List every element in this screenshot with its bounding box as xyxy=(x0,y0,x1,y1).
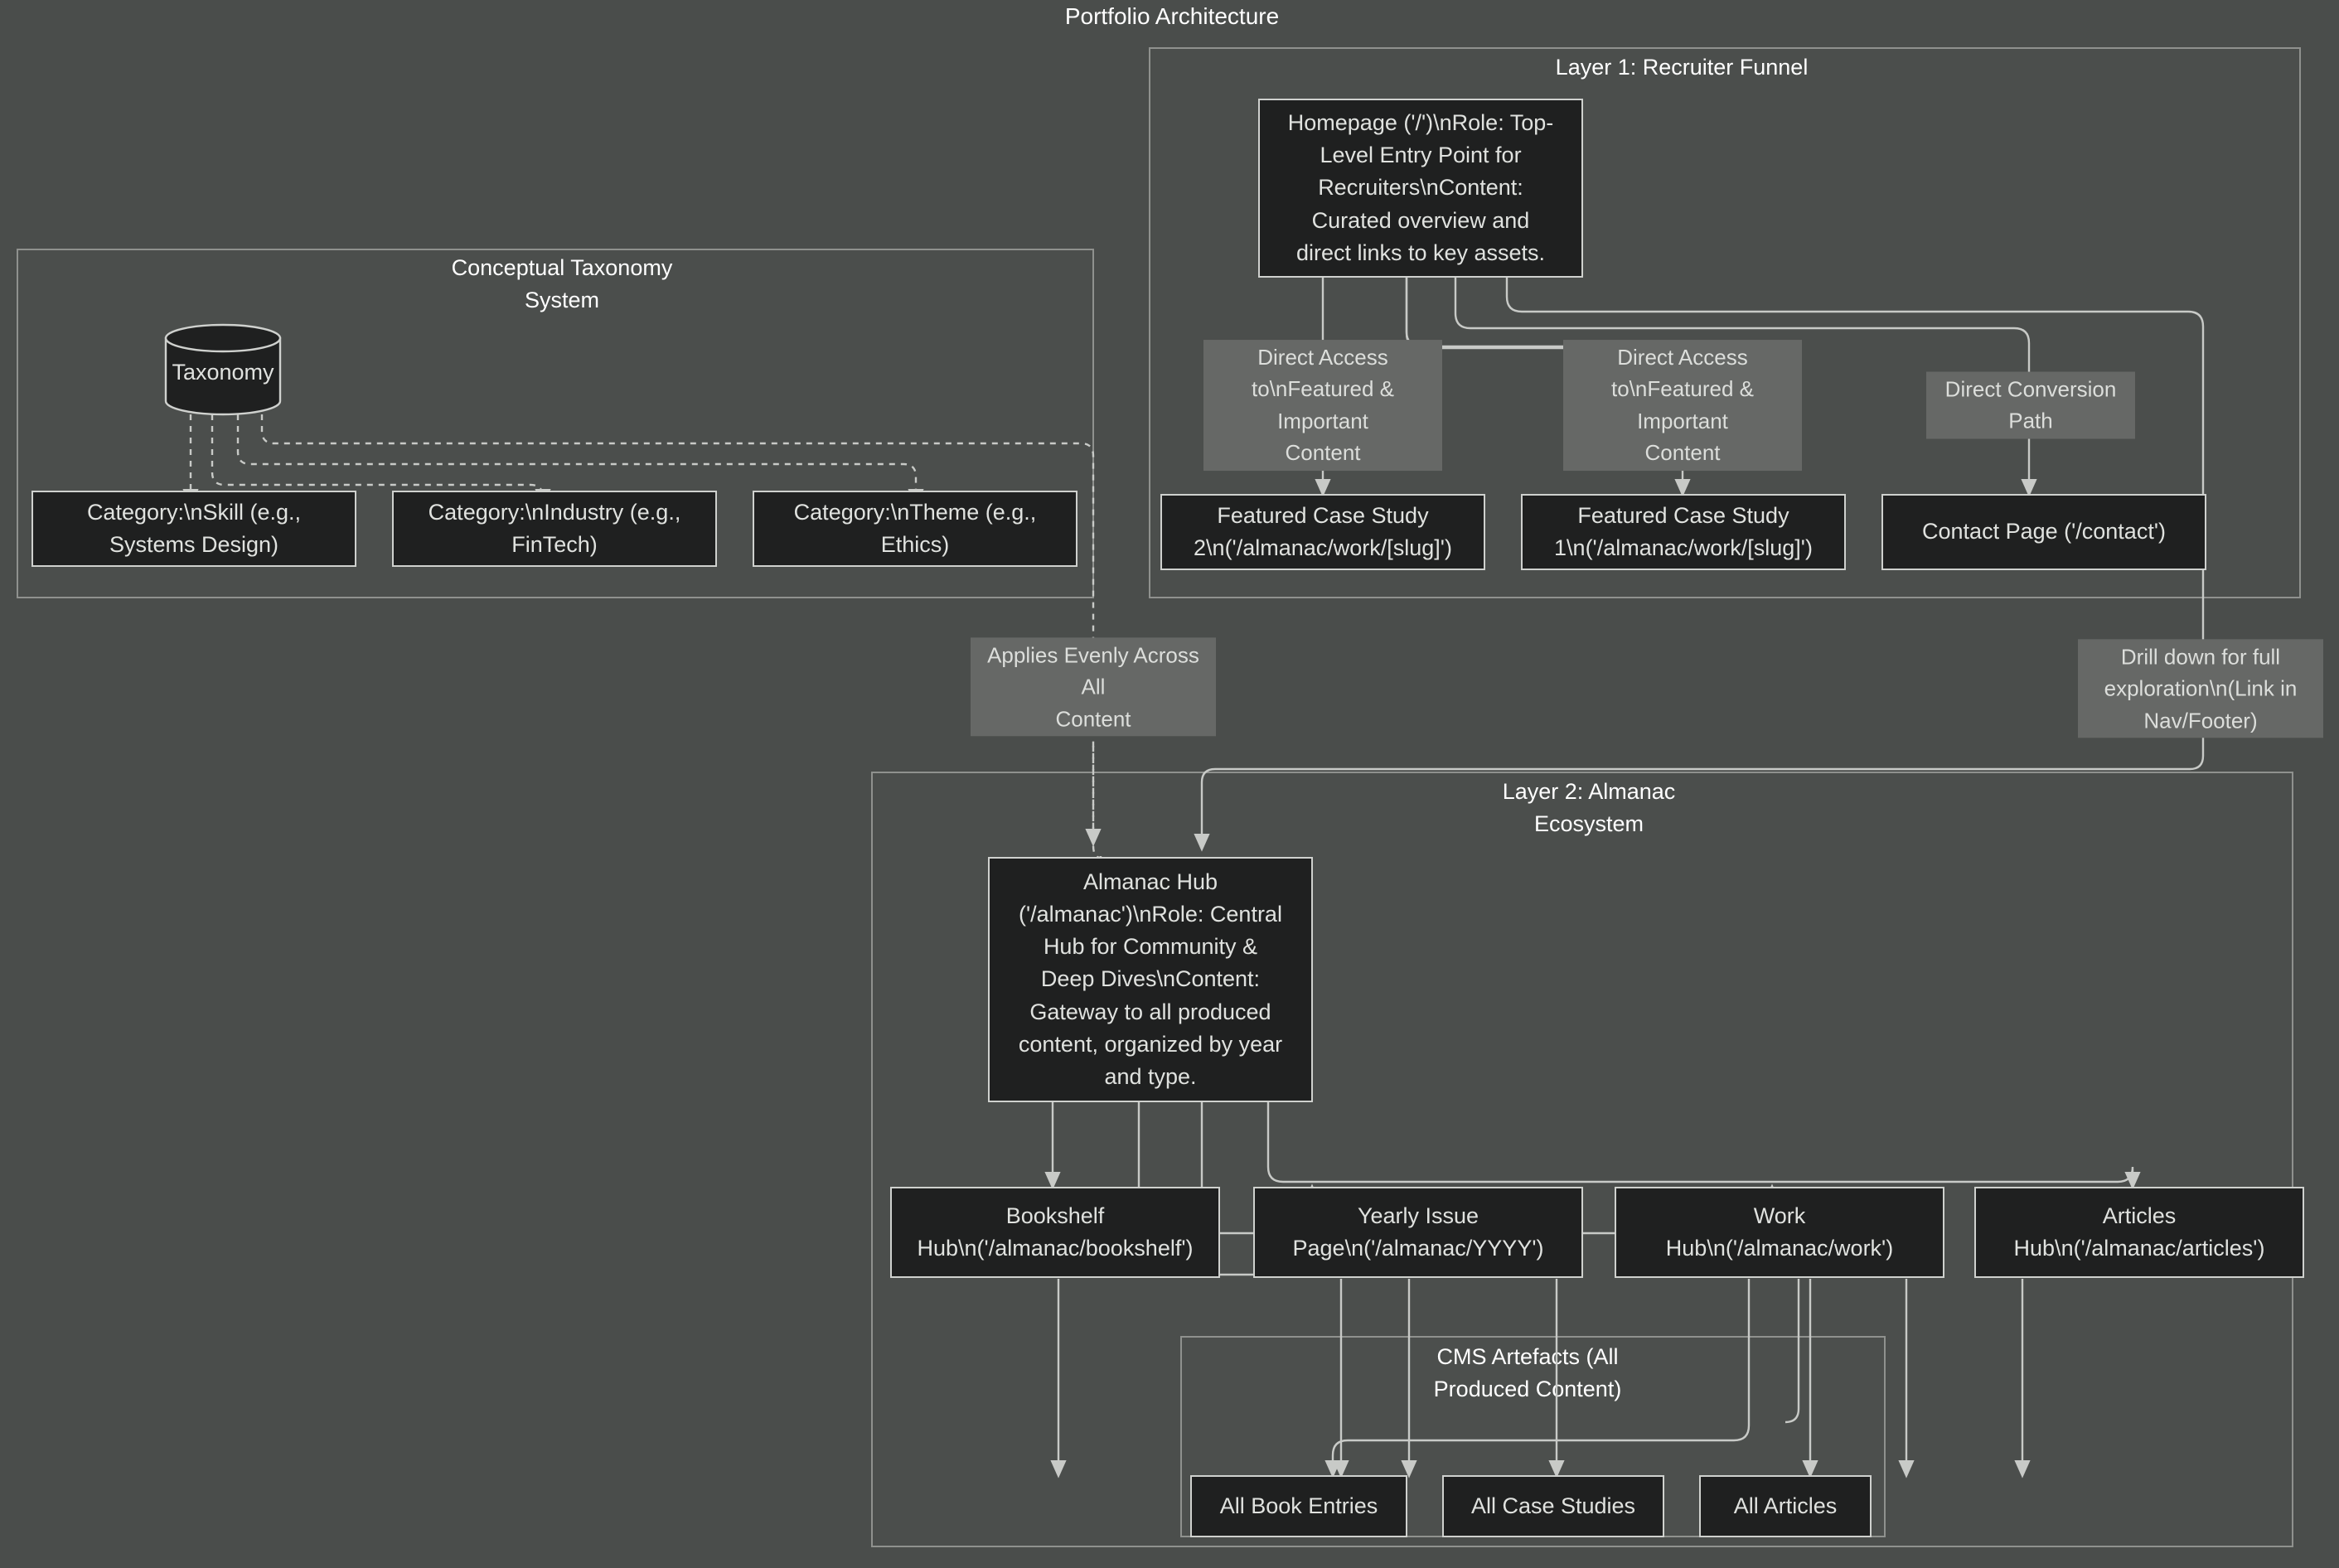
edge-label-applies-evenly: Applies Evenly Across All Content xyxy=(971,637,1216,737)
edge-label-direct-conversion-path: Direct Conversion Path xyxy=(1926,371,2135,439)
cylinder-icon xyxy=(164,323,282,416)
edge-label-drill-down: Drill down for full exploration\n(Link i… xyxy=(2078,639,2323,738)
node-bookshelf-hub[interactable]: Bookshelf Hub\n('/almanac/bookshelf') xyxy=(890,1187,1220,1278)
cluster-label-layer2: Layer 2: Almanac Ecosystem xyxy=(1502,779,1676,837)
node-category-theme[interactable]: Category:\nTheme (e.g., Ethics) xyxy=(753,491,1077,567)
node-all-case-studies[interactable]: All Case Studies xyxy=(1442,1475,1664,1537)
node-all-articles[interactable]: All Articles xyxy=(1699,1475,1872,1537)
cluster-label-layer1: Layer 1: Recruiter Funnel xyxy=(1555,55,1809,80)
cluster-label-taxonomy: Conceptual Taxonomy System xyxy=(451,255,673,313)
node-taxonomy-database[interactable]: Taxonomy xyxy=(164,323,282,416)
edge-label-direct-access-right: Direct Access to\nFeatured & Important C… xyxy=(1563,340,1802,471)
node-yearly-issue-page[interactable]: Yearly Issue Page\n('/almanac/YYYY') xyxy=(1253,1187,1583,1278)
node-category-industry[interactable]: Category:\nIndustry (e.g., FinTech) xyxy=(392,491,717,567)
node-work-hub[interactable]: Work Hub\n('/almanac/work') xyxy=(1615,1187,1944,1278)
page-title: Portfolio Architecture xyxy=(1064,3,1280,29)
node-category-skill[interactable]: Category:\nSkill (e.g., Systems Design) xyxy=(31,491,356,567)
node-almanac-hub[interactable]: Almanac Hub ('/almanac')\nRole: Central … xyxy=(988,857,1313,1102)
node-featured-case-study-1[interactable]: Featured Case Study 1\n('/almanac/work/[… xyxy=(1521,494,1846,570)
node-featured-case-study-2[interactable]: Featured Case Study 2\n('/almanac/work/[… xyxy=(1160,494,1485,570)
node-all-book-entries[interactable]: All Book Entries xyxy=(1190,1475,1407,1537)
cluster-label-cms: CMS Artefacts (All Produced Content) xyxy=(1433,1344,1622,1402)
node-contact-page[interactable]: Contact Page ('/contact') xyxy=(1881,494,2206,570)
edge-label-direct-access-left: Direct Access to\nFeatured & Important C… xyxy=(1203,340,1442,471)
node-articles-hub[interactable]: Articles Hub\n('/almanac/articles') xyxy=(1974,1187,2304,1278)
node-homepage[interactable]: Homepage ('/')\nRole: Top- Level Entry P… xyxy=(1258,99,1583,278)
